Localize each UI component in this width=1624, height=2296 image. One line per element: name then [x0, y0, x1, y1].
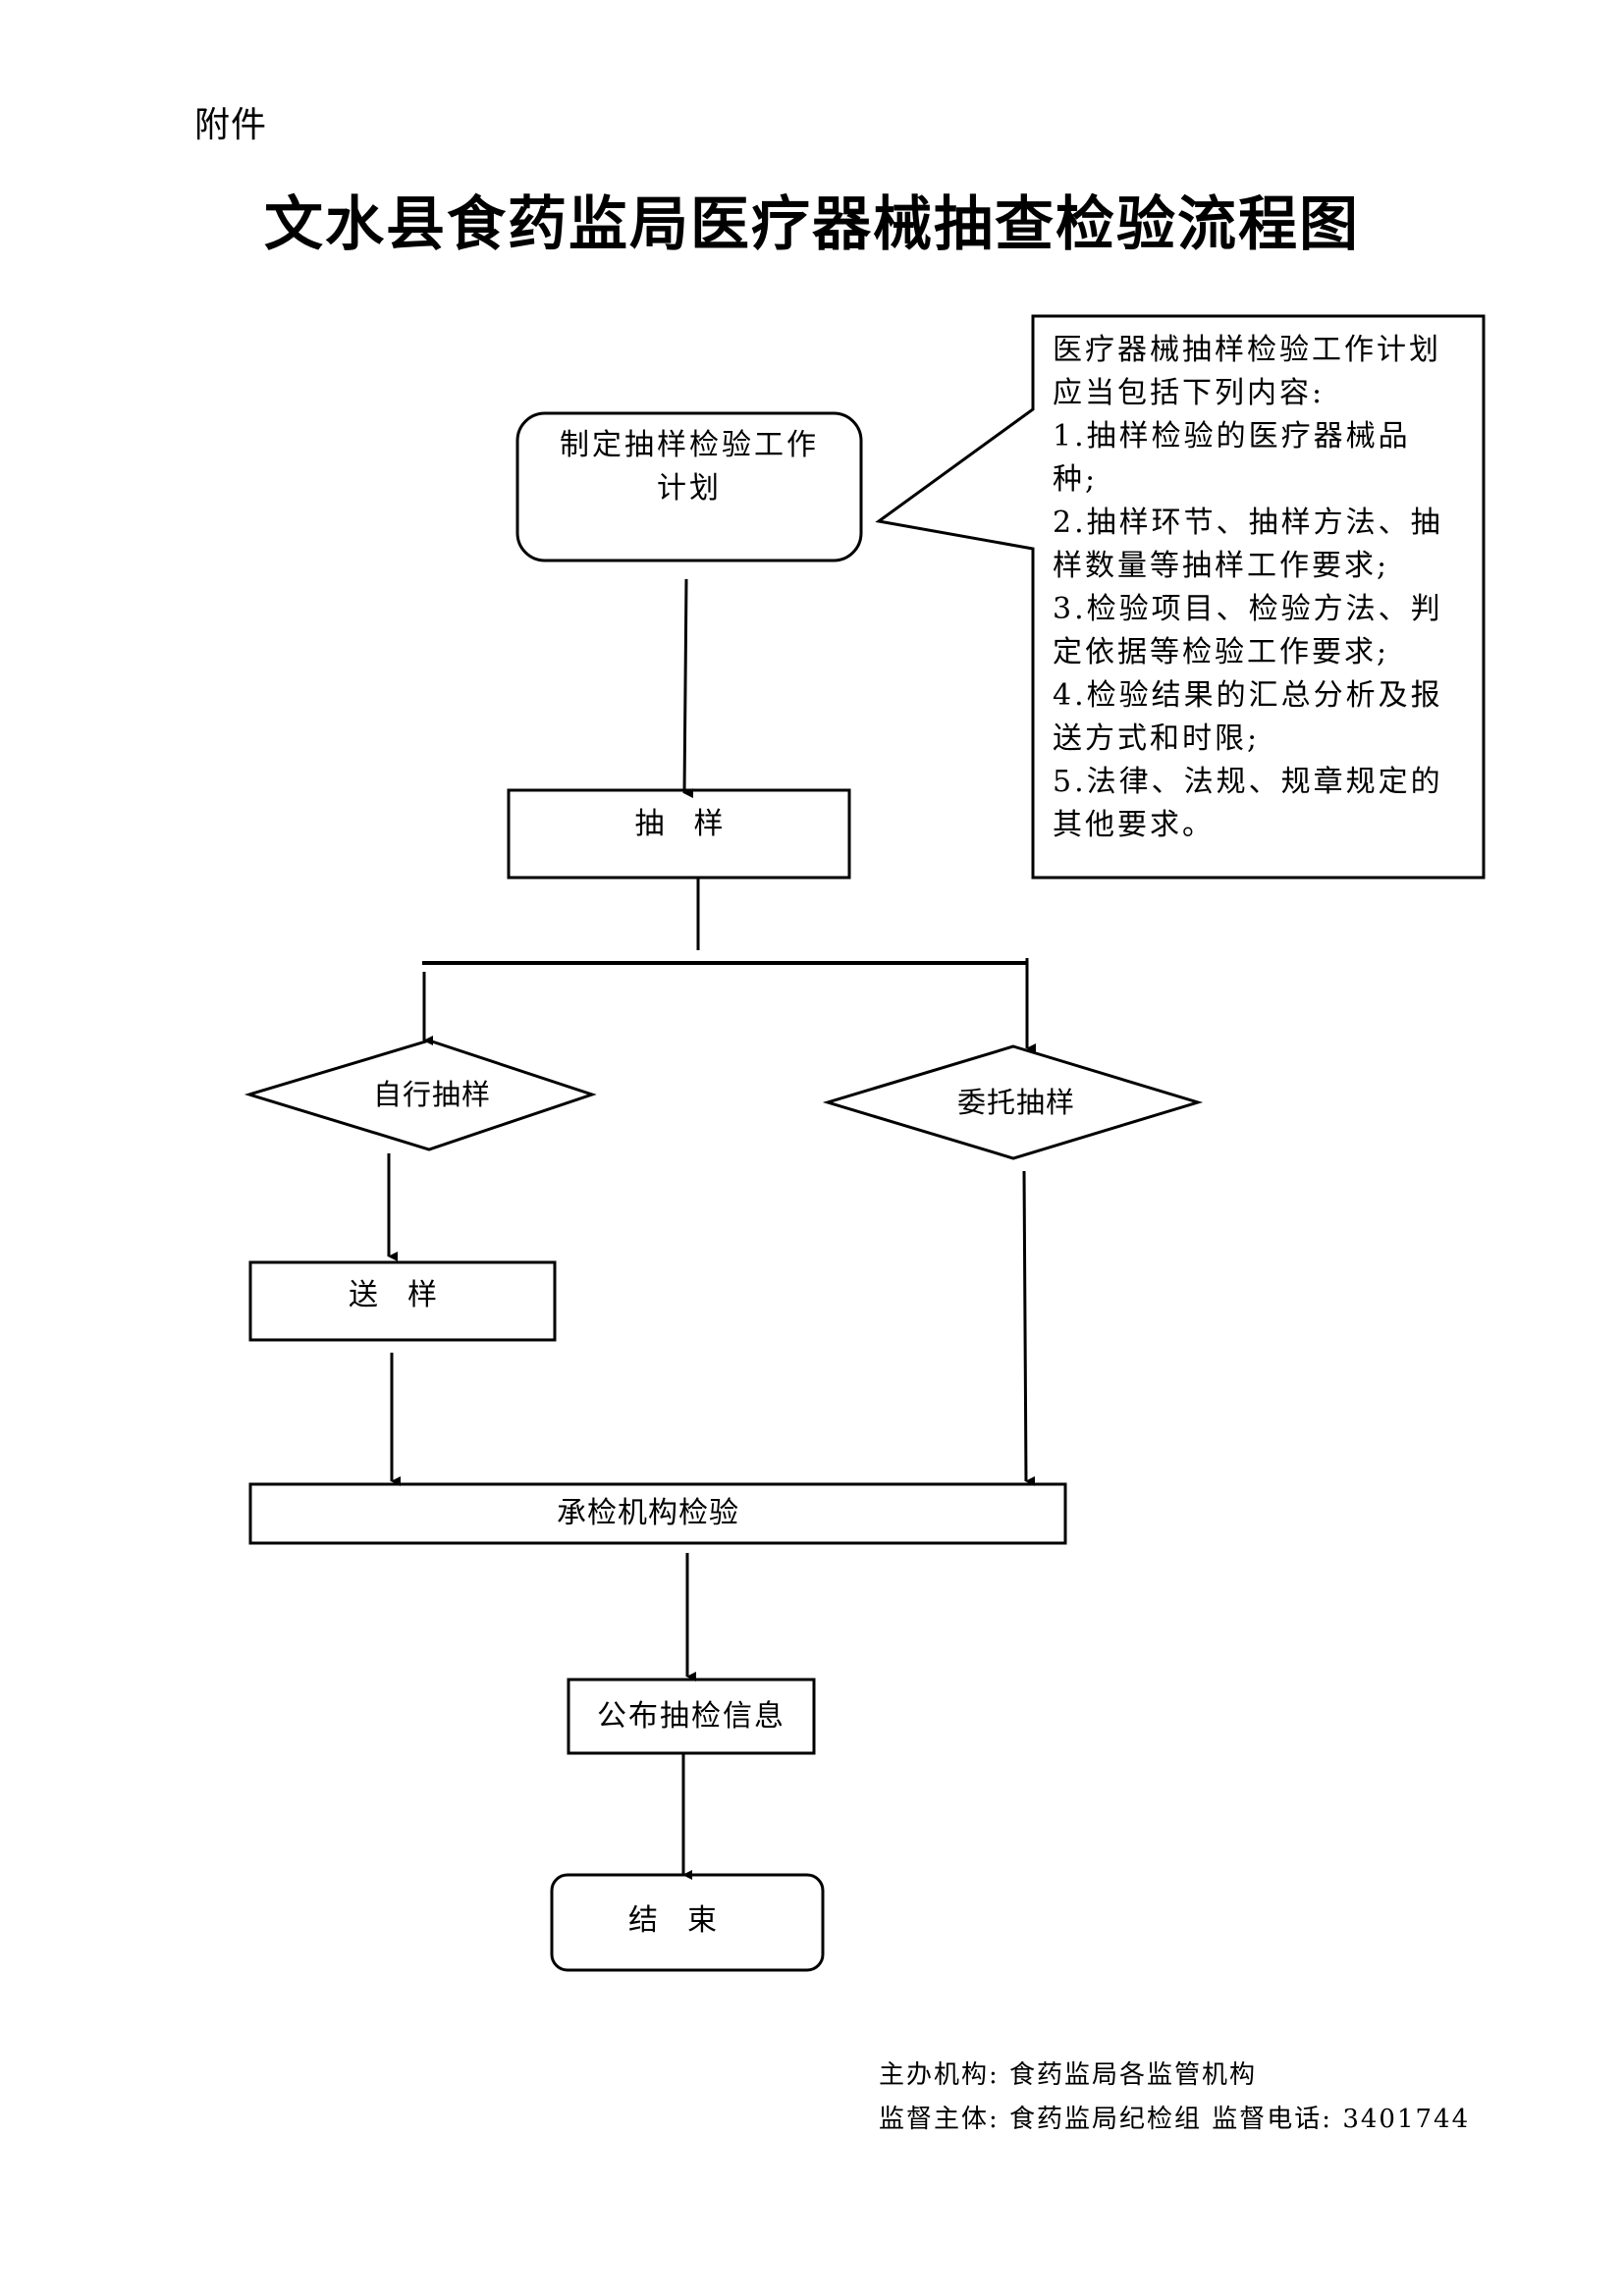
note-line: 医疗器械抽样检验工作计划 — [1053, 333, 1441, 367]
end-node-label: 结 束 — [628, 1903, 717, 1938]
publish-info-node-shape — [567, 1678, 816, 1755]
note-line: 3.检验项目、检验方法、判 — [1053, 592, 1443, 626]
footer-organizer: 主办机构: 食药监局各监管机构 — [879, 2060, 1258, 2090]
note-line: 种; — [1053, 462, 1099, 497]
note-line: 其他要求。 — [1053, 808, 1215, 842]
note-line: 应当包括下列内容: — [1053, 376, 1326, 410]
entrusted-sampling-node-label: 委托抽样 — [956, 1086, 1075, 1119]
sampling-node-shape — [507, 788, 851, 880]
entrusted-sampling-node-shape — [822, 1044, 1204, 1160]
sampling-node-label: 抽 样 — [634, 807, 724, 841]
end-node-shape — [550, 1873, 825, 1972]
self-sampling-node-label: 自行抽样 — [372, 1078, 491, 1111]
institution-inspection-node-shape — [248, 1482, 1067, 1545]
footer-supervisor: 监督主体: 食药监局纪检组 监督电话: 3401744 — [879, 2105, 1471, 2134]
note-line: 样数量等抽样工作要求; — [1053, 549, 1390, 583]
send-sample-node-shape — [248, 1260, 557, 1342]
institution-inspection-node-label: 承检机构检验 — [557, 1496, 739, 1530]
plan-node-shape — [515, 411, 863, 562]
note-line: 定依据等检验工作要求; — [1053, 635, 1390, 669]
arrow-plan-to-sampling — [682, 578, 694, 799]
publish-info-node-label: 公布抽检信息 — [597, 1699, 785, 1734]
send-sample-node-label: 送 样 — [349, 1278, 437, 1312]
plan-node-label: 制定抽样检验工作 计划 — [560, 428, 819, 506]
page-title: 文水县食药监局医疗器械抽查检验流程图 — [264, 190, 1360, 259]
note-line: 4.检验结果的汇总分析及报 — [1053, 678, 1443, 713]
note-line: 送方式和时限; — [1053, 721, 1261, 756]
attachment-label: 附件 — [194, 105, 268, 145]
note-callout-text: 医疗器械抽样检验工作计划 应当包括下列内容: 1.抽样检验的医疗器械品 种; 2… — [1053, 329, 1485, 847]
arrow-entrusted-to-institution — [1022, 1170, 1036, 1486]
note-line: 5.法律、法规、规章规定的 — [1053, 765, 1443, 799]
note-line: 2.抽样环节、抽样方法、抽 — [1053, 506, 1443, 540]
note-callout-shape — [875, 314, 1486, 880]
note-line: 1.抽样检验的医疗器械品 — [1053, 419, 1411, 454]
self-sampling-node-shape — [244, 1039, 597, 1151]
